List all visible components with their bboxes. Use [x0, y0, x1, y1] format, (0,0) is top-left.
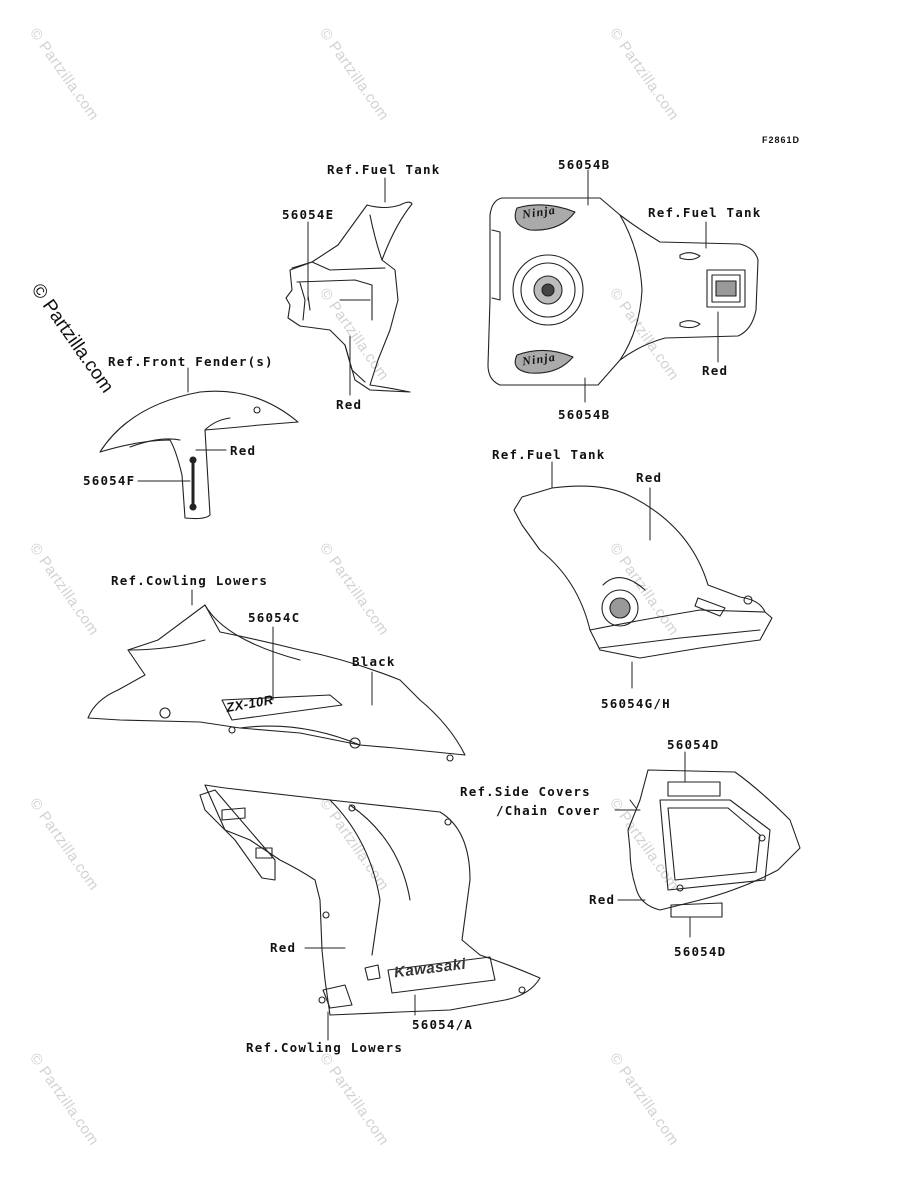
label-ref-fuel-tank: Ref.Fuel Tank — [648, 205, 762, 220]
cowling-part — [87, 604, 466, 762]
label-part-56054a: 56054/A — [412, 1017, 474, 1032]
fuel-tank-part — [487, 197, 759, 386]
label-part-56054b: 56054B — [558, 407, 611, 422]
label-part-56054d: 56054D — [674, 944, 727, 959]
label-chain-cover: /Chain Cover — [496, 803, 601, 818]
label-black: Black — [352, 654, 396, 669]
label-ref-cowling-lowers: Ref.Cowling Lowers — [246, 1040, 404, 1055]
seat-cover-part — [627, 769, 801, 918]
label-red: Red — [636, 470, 663, 485]
leader-lines — [137, 169, 719, 1041]
tank-cover-part — [285, 201, 413, 393]
label-ref-front-fender: Ref.Front Fender(s) — [108, 354, 274, 369]
label-ref-fuel-tank: Ref.Fuel Tank — [492, 447, 606, 462]
tank-side-cover-part — [513, 485, 773, 659]
label-part-56054gh: 56054G/H — [601, 696, 671, 711]
lower-cowling-part — [199, 784, 541, 1016]
label-part-56054e: 56054E — [282, 207, 335, 222]
label-part-56054c: 56054C — [248, 610, 301, 625]
label-red: Red — [589, 892, 616, 907]
label-part-56054b: 56054B — [558, 157, 611, 172]
label-red: Red — [702, 363, 729, 378]
label-part-56054f: 56054F — [83, 473, 136, 488]
label-red: Red — [230, 443, 257, 458]
diagram-code: F2861D — [762, 135, 801, 145]
label-ref-fuel-tank: Ref.Fuel Tank — [327, 162, 441, 177]
front-fender-part — [99, 390, 299, 520]
label-ref-side-covers: Ref.Side Covers — [460, 784, 591, 799]
label-red: Red — [336, 397, 363, 412]
label-red: Red — [270, 940, 297, 955]
label-ref-cowling-lowers: Ref.Cowling Lowers — [111, 573, 269, 588]
label-part-56054d: 56054D — [667, 737, 720, 752]
